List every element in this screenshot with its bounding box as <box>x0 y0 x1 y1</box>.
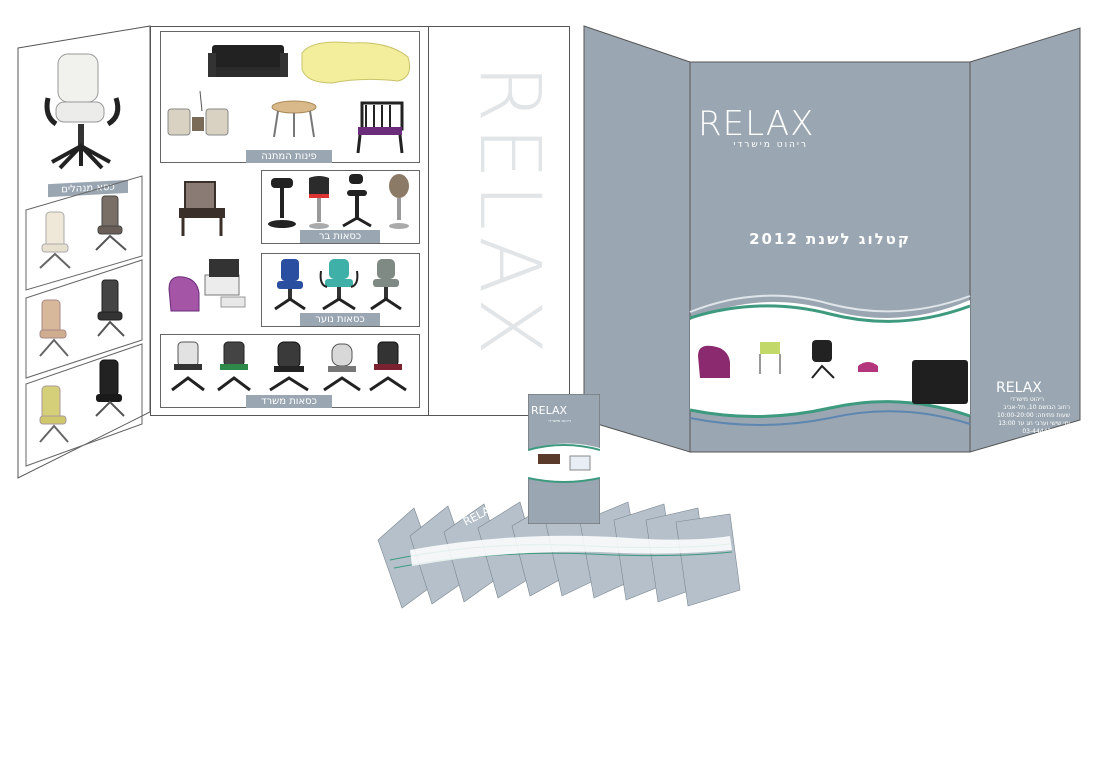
armchair-icon <box>179 181 225 236</box>
back-logo: RELAX <box>996 380 1042 396</box>
executive-chair-icon <box>44 53 121 170</box>
back-tagline: ריהוט מישרדי <box>1010 396 1044 403</box>
standing-flyer-tagline: ריהוט מישרדי <box>548 418 571 423</box>
purple-armchair-icon <box>168 259 246 312</box>
back-phone: טל. 03-4444314 <box>1022 428 1070 435</box>
category-label-office: כסאות משרד <box>246 395 332 408</box>
office-chair-icons <box>171 341 407 392</box>
chair-thumbnails-left <box>39 195 127 443</box>
standing-flyer-logo: RELAX <box>531 404 568 417</box>
cover-catalog-title: קטלוג לשנת 2012 <box>749 230 911 248</box>
flyer-fan <box>377 499 741 609</box>
category-label-youth: כסאות נוער <box>300 313 380 326</box>
cover-tagline: ריהוט מישרדי <box>733 140 808 150</box>
back-address-3: ימי שישי וערבי חג עד 13:00 <box>998 420 1070 427</box>
left-flap-boxes <box>25 175 143 467</box>
sofa-icon <box>208 45 288 77</box>
standing-flyer <box>528 394 600 524</box>
waiting-area-furniture <box>167 41 411 154</box>
vertical-logo-panel <box>428 26 570 416</box>
cover-logo: RELAX <box>698 104 815 144</box>
back-address-2: שעות פתיחה: 10:00-20:00 <box>996 412 1070 419</box>
category-label-waiting: פינות המתנה <box>246 150 332 163</box>
back-address-1: רחוב הבושם 10, תל-אביב <box>1003 404 1070 411</box>
youth-chair-icons <box>274 259 402 311</box>
category-label-bar: כסאות בר <box>300 230 380 243</box>
bar-stool-icon <box>268 174 409 229</box>
cover-furniture-icons <box>698 340 968 404</box>
